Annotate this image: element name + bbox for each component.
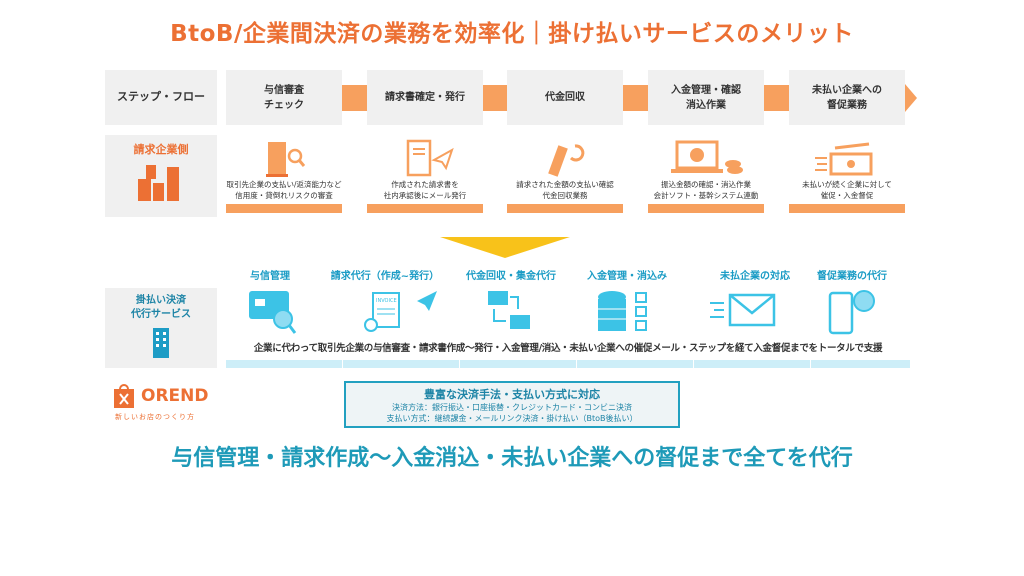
service-description: 企業に代わって取引先企業の与信審査・請求書作成～発行・入金管理/消込・未払い企業… [253, 343, 883, 354]
step-1: 与信審査 チェック [226, 70, 342, 125]
flow-connector [342, 85, 367, 111]
step-bar [507, 204, 623, 213]
mail-icon [710, 293, 776, 327]
service-bar [460, 360, 576, 368]
step-desc: 振込金額の確認・消込作業 会計ソフト・基幹システム連動 [653, 180, 759, 200]
info-line-1: 決済方法：銀行振込・口座振替・クレジットカード・コンビニ決済 [392, 403, 632, 412]
flow-connector [623, 85, 648, 111]
logo-tagline: 新しいお店のつくり方 [115, 413, 195, 421]
flow-arrow-icon [905, 84, 917, 112]
building-search-icon [266, 142, 306, 177]
headline: 与信管理・請求作成～入金消込・未払い企業への督促まで全てを代行 [171, 446, 853, 471]
invoice-icon: INVOICE [364, 291, 437, 332]
service-title: 請求代行（作成~発行） [330, 271, 440, 282]
buildings-icon [138, 165, 179, 201]
step-detail-4: 振込金額の確認・消込作業 会計ソフト・基幹システム連動 [648, 138, 764, 213]
step-detail-2: 作成された請求書を 社内承認後にメール発行 [367, 138, 483, 213]
step-3: 代金回収 [507, 70, 623, 125]
payment-methods-box: 豊富な決済手法・支払い方式に対応 決済方法：銀行振込・口座振替・クレジットカード… [344, 381, 680, 428]
step-desc: 作成された請求書を 社内承認後にメール発行 [383, 180, 467, 200]
service-box: 掛払い決済 代行サービス [105, 288, 217, 368]
money-collect-icon [548, 144, 585, 177]
company-label: 請求企業側 [133, 143, 189, 156]
step-2: 請求書確定・発行 [367, 70, 483, 125]
orend-logo: OREND 新しいお店のつくり方 [113, 383, 223, 427]
step-bar [648, 204, 764, 213]
service-title: 代金回収・集金代行 [466, 271, 556, 282]
flow-connector [483, 85, 508, 111]
step-bar [789, 204, 905, 213]
credit-card-check-icon [249, 291, 297, 334]
money-exchange-icon [488, 291, 530, 329]
service-title: 入金管理・消込み [587, 271, 667, 282]
step-4: 入金管理・確認 消込作業 [648, 70, 764, 125]
step-desc: 請求された金額の支払い確認 代金回収業務 [516, 180, 614, 200]
phone-call-icon [828, 290, 875, 335]
step-detail-5: 未払いが続く企業に対して 催促・入金督促 [789, 138, 905, 213]
invoice-send-icon [406, 139, 454, 177]
service-bar [694, 360, 810, 368]
service-label: 掛払い決済 代行サービス [131, 295, 191, 320]
down-arrow-icon [440, 237, 570, 258]
shopping-bag-icon [114, 384, 134, 408]
building-icon [153, 328, 169, 358]
laptop-check-icon [671, 140, 743, 174]
step-desc: 取引先企業の支払い/返済能力など 信用度・貸倒れリスクの審査 [226, 180, 342, 200]
service-bar [577, 360, 693, 368]
info-line-2: 支払い方式：継続課金・メールリンク決済・掛け払い（BtoB後払い） [386, 414, 638, 424]
service-title: 未払企業の対応 [720, 271, 790, 282]
service-title: 督促業務の代行 [817, 271, 887, 282]
step-detail-1: 取引先企業の支払い/返済能力など 信用度・貸倒れリスクの審査 [226, 138, 342, 213]
step-bar [226, 204, 342, 213]
coins-checklist-icon [598, 291, 647, 331]
company-box: 請求企業側 [105, 135, 217, 217]
flow-connector [764, 85, 789, 111]
info-heading: 豊富な決済手法・支払い方式に対応 [424, 388, 600, 401]
step-5: 未払い企業への 督促業務 [789, 70, 905, 125]
step-desc: 未払いが続く企業に対して 催促・入金督促 [802, 180, 892, 200]
step-bar [367, 204, 483, 213]
svg-text:INVOICE: INVOICE [376, 298, 397, 304]
service-bar [343, 360, 459, 368]
service-bar [811, 360, 910, 368]
service-bar [226, 360, 342, 368]
step-detail-3: 請求された金額の支払い確認 代金回収業務 [507, 138, 623, 213]
cash-icon [815, 142, 873, 176]
flow-label: ステップ・フロー [105, 70, 217, 125]
logo-name: OREND [141, 386, 209, 406]
page-title: BtoB/企業間決済の業務を効率化｜掛け払いサービスのメリット [170, 21, 854, 47]
service-title: 与信管理 [250, 271, 290, 282]
